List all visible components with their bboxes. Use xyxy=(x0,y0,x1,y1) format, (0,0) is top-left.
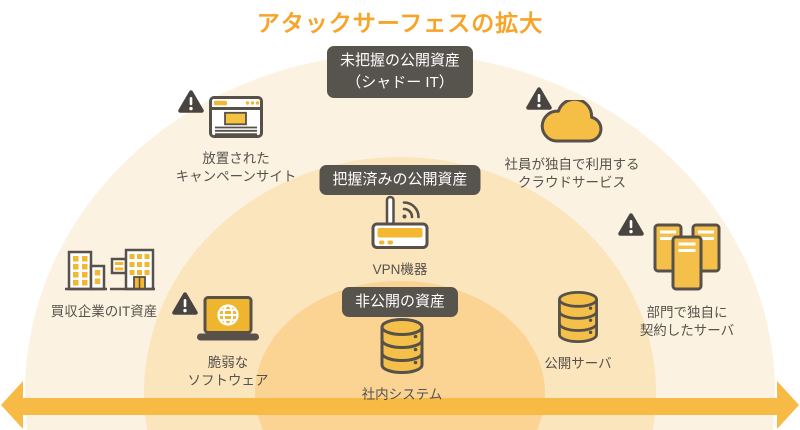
warning-icon xyxy=(177,89,205,115)
servers-icon xyxy=(647,222,727,297)
caption-line: 脆弱な xyxy=(207,355,249,370)
label-line: 未把握の公開資産 xyxy=(339,52,461,69)
cloud-icon xyxy=(539,97,605,149)
label-known-public-assets: 把握済みの公開資産 xyxy=(319,165,481,195)
arrow-right-head-icon xyxy=(777,381,799,429)
item-caption: 放置された キャンペーンサイト xyxy=(176,150,297,186)
item-caption: 買収企業のIT資産 xyxy=(51,303,158,321)
caption-line: 部門で独自に xyxy=(646,305,728,320)
database-icon xyxy=(554,291,602,348)
caption-line: ソフトウェア xyxy=(187,373,269,389)
item-caption: 脆弱な ソフトウェア xyxy=(188,354,269,390)
caption-line: 契約したサーバ xyxy=(639,323,735,339)
caption-line: クラウドサービス xyxy=(518,175,626,191)
caption-line: VPN機器 xyxy=(372,262,428,277)
item-caption: 公開サーバ xyxy=(544,355,611,373)
laptop-icon xyxy=(196,296,260,347)
warning-icon xyxy=(171,291,199,317)
caption-line: 社内システム xyxy=(361,387,443,402)
item-campaign-site: 放置された キャンペーンサイト xyxy=(151,96,321,186)
caption-line: 買収企業のIT資産 xyxy=(50,304,158,319)
label-unknown-public-assets: 未把握の公開資産 （シャドー IT） xyxy=(326,46,474,98)
item-vpn-device: VPN機器 xyxy=(315,195,485,279)
item-cloud-service: 社員が独自で利用する クラウドサービス xyxy=(487,97,657,192)
item-caption: 社員が独自で利用する クラウドサービス xyxy=(505,156,640,192)
warning-icon xyxy=(525,86,553,112)
expansion-arrow-body xyxy=(16,398,784,415)
item-caption: VPN機器 xyxy=(373,261,428,279)
caption-line: 公開サーバ xyxy=(544,356,612,371)
caption-line: 放置された xyxy=(202,151,270,166)
caption-line: 社員が独自で利用する xyxy=(504,157,640,172)
buildings-icon xyxy=(52,243,156,296)
arrow-left-head-icon xyxy=(1,381,23,429)
label-line: 把握済みの公開資産 xyxy=(332,171,468,188)
item-caption: 社内システム xyxy=(362,386,443,404)
item-public-server: 公開サーバ xyxy=(493,291,663,373)
label-line: 非公開の資産 xyxy=(354,293,446,310)
warning-icon xyxy=(617,212,645,238)
label-private-assets: 非公開の資産 xyxy=(341,287,459,317)
item-vulnerable-software: 脆弱な ソフトウェア xyxy=(143,296,313,390)
item-department-servers: 部門で独自に 契約したサーバ xyxy=(602,222,772,340)
router-icon xyxy=(371,195,429,254)
caption-line: キャンペーンサイト xyxy=(175,169,297,185)
browser-icon xyxy=(209,96,263,143)
database-icon xyxy=(378,318,426,379)
label-line: （シャドー IT） xyxy=(346,73,454,91)
item-acquired-it-assets: 買収企業のIT資産 xyxy=(19,243,189,321)
page-title: アタックサーフェスの拡大 xyxy=(256,10,544,36)
item-internal-system: 社内システム xyxy=(317,318,487,404)
item-caption: 部門で独自に 契約したサーバ xyxy=(640,304,734,340)
